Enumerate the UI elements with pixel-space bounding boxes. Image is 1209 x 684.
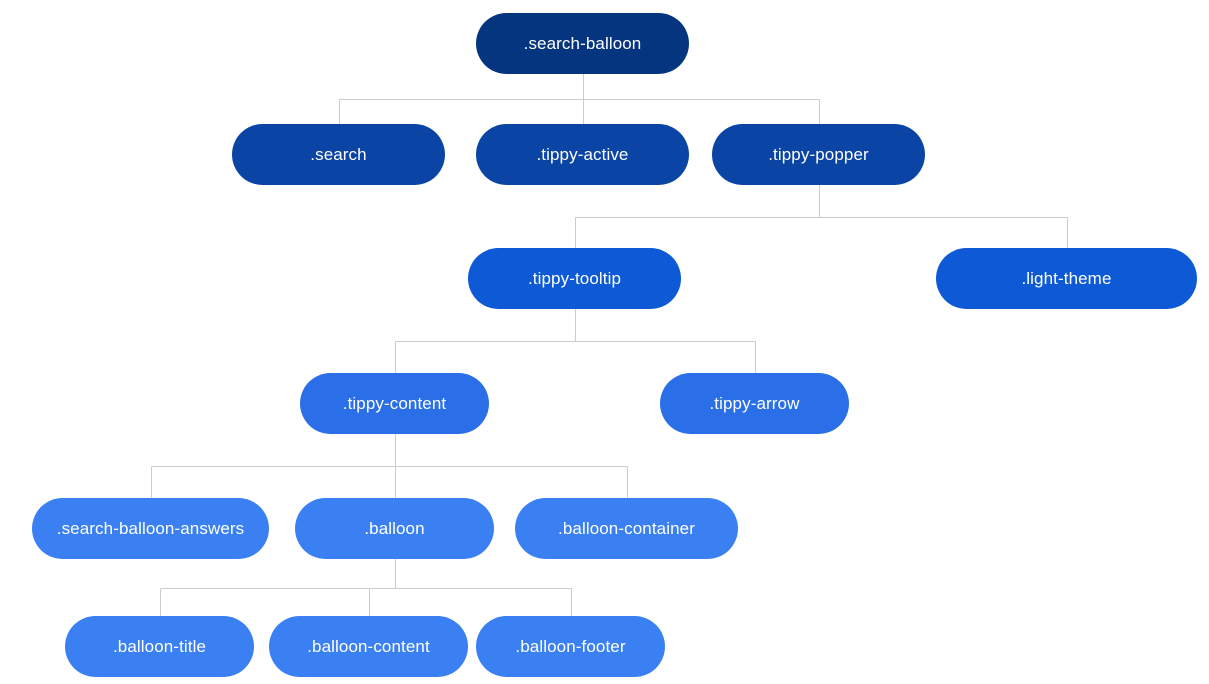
- node-label: .balloon-title: [112, 636, 207, 656]
- node-search-balloon: .search-balloon: [476, 13, 689, 74]
- node-search: .search: [232, 124, 445, 185]
- node-label: .tippy-content: [342, 393, 447, 413]
- node-label: .tippy-tooltip: [527, 268, 622, 288]
- node-label: .balloon-container: [558, 518, 695, 538]
- node-label: .balloon-footer: [515, 636, 626, 656]
- node-tippy-tooltip: .tippy-tooltip: [468, 248, 681, 309]
- node-label: .balloon-content: [307, 636, 430, 656]
- node-light-theme: .light-theme: [936, 248, 1197, 309]
- node-tippy-content: .tippy-content: [300, 373, 489, 434]
- node-tippy-popper: .tippy-popper: [712, 124, 925, 185]
- node-tippy-arrow: .tippy-arrow: [660, 373, 849, 434]
- node-balloon-container: .balloon-container: [515, 498, 738, 559]
- node-tippy-active: .tippy-active: [476, 124, 689, 185]
- node-label: .tippy-popper: [768, 144, 869, 164]
- node-label: .light-theme: [1021, 268, 1112, 288]
- node-search-balloon-answers: .search-balloon-answers: [32, 498, 269, 559]
- node-label: .search-balloon-answers: [56, 518, 245, 538]
- node-balloon-content: .balloon-content: [269, 616, 468, 677]
- node-balloon: .balloon: [295, 498, 494, 559]
- node-label: .search: [310, 144, 367, 164]
- node-label: .balloon: [364, 518, 425, 538]
- node-balloon-footer: .balloon-footer: [476, 616, 665, 677]
- node-label: .tippy-active: [536, 144, 629, 164]
- node-label: .tippy-arrow: [709, 393, 800, 413]
- node-balloon-title: .balloon-title: [65, 616, 254, 677]
- node-label: .search-balloon: [523, 33, 642, 53]
